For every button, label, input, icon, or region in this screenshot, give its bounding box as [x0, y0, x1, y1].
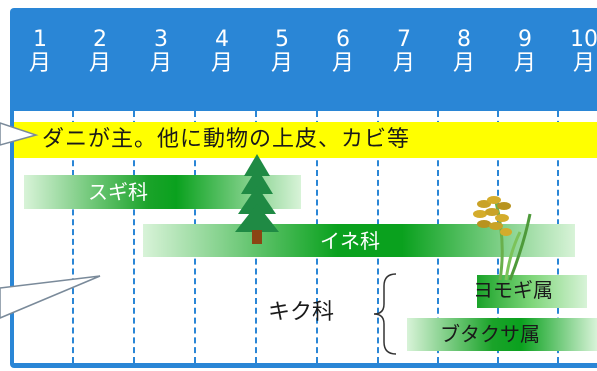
- month-header-8: 8 月: [444, 28, 484, 76]
- month-kanji: 月: [149, 51, 172, 76]
- month-number: 9: [518, 27, 532, 52]
- callout-pointer-icon: [0, 275, 101, 319]
- month-kanji: 月: [28, 51, 51, 76]
- month-header-3: 3 月: [141, 28, 181, 76]
- month-number: 2: [93, 27, 107, 52]
- month-kanji: 月: [392, 51, 415, 76]
- month-number: 1: [33, 27, 47, 52]
- month-kanji: 月: [452, 51, 475, 76]
- month-number: 8: [457, 27, 471, 52]
- month-number: 5: [275, 27, 289, 52]
- month-number: 3: [154, 27, 168, 52]
- month-gridline: [133, 111, 135, 363]
- ine-label: イネ科: [320, 229, 380, 253]
- yomogi-bar: [477, 275, 587, 308]
- month-number: 6: [336, 27, 350, 52]
- mite-band: [14, 122, 597, 158]
- month-kanji: 月: [331, 51, 354, 76]
- month-number: 10: [570, 27, 597, 52]
- month-header-6: 6 月: [323, 28, 363, 76]
- month-header-4: 4 月: [202, 28, 242, 76]
- month-header-2: 2 月: [80, 28, 120, 76]
- month-number: 7: [397, 27, 411, 52]
- month-kanji: 月: [270, 51, 293, 76]
- month-gridline: [72, 111, 74, 363]
- rice-grass-icon: [473, 196, 532, 281]
- month-kanji: 月: [572, 51, 595, 76]
- month-kanji: 月: [210, 51, 233, 76]
- callout-pointer-icon: [0, 122, 39, 146]
- month-kanji: 月: [88, 51, 111, 76]
- butakusa-bar: [407, 318, 597, 351]
- brace-icon: [373, 273, 397, 355]
- yomogi-label: ヨモギ属: [473, 278, 553, 302]
- month-header-10: 10 月: [564, 28, 597, 76]
- kiku-label: キク科: [268, 300, 335, 325]
- month-header-7: 7 月: [384, 28, 424, 76]
- month-header-1: 1 月: [20, 28, 60, 76]
- month-number: 4: [215, 27, 229, 52]
- mite-label: ダニが主。他に動物の上皮、カビ等: [42, 127, 411, 152]
- sugi-label: スギ科: [88, 180, 148, 204]
- month-header-5: 5 月: [262, 28, 302, 76]
- butakusa-label: ブタクサ属: [440, 322, 540, 346]
- cedar-tree-icon: [235, 154, 279, 244]
- month-kanji: 月: [513, 51, 536, 76]
- month-header-9: 9 月: [505, 28, 545, 76]
